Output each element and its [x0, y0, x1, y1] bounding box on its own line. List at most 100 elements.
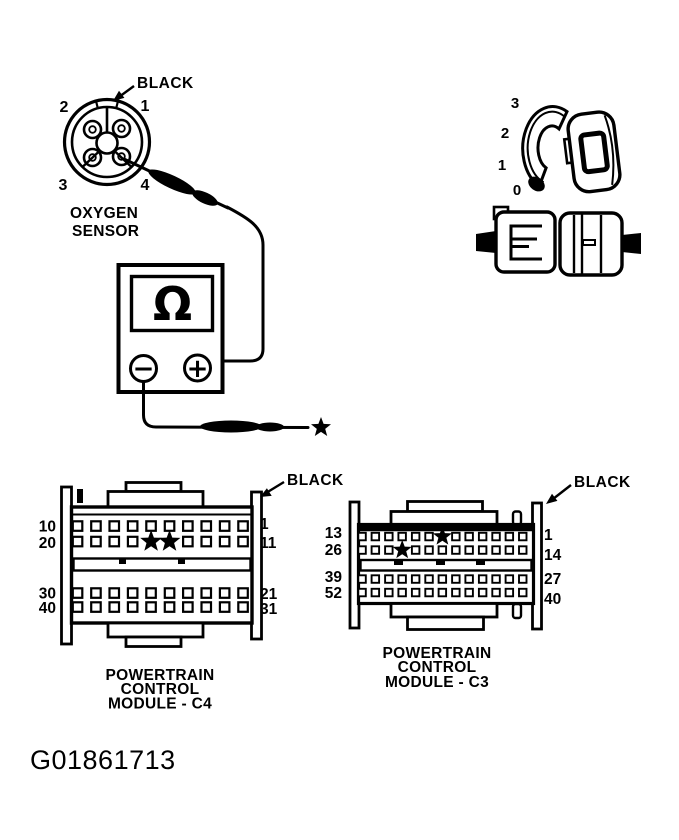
pin-cavity	[410, 587, 421, 598]
shell-rim-line	[526, 110, 566, 184]
pcm-c3-connector: 13 26 39 52 1 14 27 40 BLACK POWERTRAIN …	[325, 474, 631, 691]
c3-row-label-left: 52	[325, 585, 342, 602]
probe-grip	[192, 190, 218, 206]
pin-cavity	[518, 574, 528, 584]
pin-cavity	[357, 574, 367, 584]
pin-cavity	[477, 574, 488, 584]
pin-cavity	[126, 601, 139, 613]
bottom-tab-small	[406, 615, 485, 631]
pin-cavity	[504, 587, 515, 598]
c4-row-label-left: 40	[39, 600, 56, 617]
pin-cavity	[477, 531, 488, 542]
pin-cavity	[90, 601, 102, 613]
pin-cavity	[71, 535, 84, 548]
c3-row-label-left: 13	[325, 525, 343, 542]
shell-tip	[528, 176, 545, 192]
pin-label-4: 4	[141, 177, 150, 194]
bottom-tab-large	[389, 602, 499, 619]
figure-id: G01861713	[30, 745, 176, 775]
terminal-label: 3	[511, 95, 519, 112]
connector-shell-ring	[521, 105, 569, 189]
pin-cavity	[410, 574, 421, 584]
top-tab-large	[106, 490, 205, 509]
pin-cavity	[384, 587, 394, 598]
pin-label-1: 1	[141, 98, 150, 115]
pin-cavity	[218, 587, 231, 599]
negative-terminal-icon: −	[133, 354, 155, 384]
probe-star-marker	[311, 417, 331, 436]
pin-cavity	[384, 531, 394, 542]
c4-caption-2: CONTROL	[121, 681, 200, 698]
pin-cavity	[237, 520, 249, 532]
pin-cavity	[218, 535, 231, 548]
divider-key	[178, 558, 185, 564]
probe-grip	[148, 169, 196, 195]
pin-cavity	[464, 587, 474, 598]
pin-cavity	[384, 545, 394, 555]
center-divider	[72, 557, 252, 572]
pin-socket-1	[111, 118, 132, 139]
pin-cavity	[163, 587, 176, 599]
pin-cavity	[357, 587, 367, 598]
pin-cavity	[477, 587, 488, 598]
pin-cavity	[491, 531, 501, 542]
meter-display	[129, 274, 215, 333]
positive-test-probe	[122, 157, 265, 363]
pin-cavity	[163, 601, 176, 613]
pin-socket-2	[82, 119, 103, 140]
c4-row-label-left: 20	[39, 535, 56, 552]
pin-cavity	[182, 587, 194, 599]
pin-cavity	[71, 601, 84, 613]
pin-cavity	[464, 531, 474, 542]
arrowhead-icon	[113, 90, 125, 101]
pin-cavity	[200, 520, 213, 532]
barrel-slot	[582, 239, 596, 246]
c4-caption-1: POWERTRAIN	[106, 667, 215, 684]
pin-cavity	[182, 601, 194, 613]
positive-terminal-icon: +	[187, 354, 209, 384]
c4-row-label-left: 30	[39, 586, 56, 603]
body-edge-line	[603, 114, 615, 186]
pin-cavity	[357, 545, 367, 555]
c4-row-label-right: 11	[260, 535, 277, 552]
pin-cavity	[218, 601, 231, 613]
terminal-blades	[511, 237, 537, 248]
pin-cavity	[384, 574, 394, 584]
pin-cavity	[397, 574, 407, 584]
oxygen-sensor-caption-2: SENSOR	[72, 223, 139, 240]
arrowhead-icon	[260, 488, 272, 497]
pin-cavity	[370, 545, 381, 555]
pin-cavity	[397, 531, 407, 542]
pin-cavity	[518, 531, 528, 542]
divider-key	[119, 558, 126, 564]
pin-cavity	[200, 601, 213, 613]
pin-cavity	[126, 535, 139, 548]
c4-pin-grid	[71, 520, 249, 613]
c3-caption-1: POWERTRAIN	[383, 645, 492, 662]
pin-cavity	[90, 520, 102, 532]
positive-lead-wire	[208, 205, 265, 363]
c3-caption-3: MODULE - C3	[385, 674, 489, 691]
pin-cavity	[518, 545, 528, 555]
pin-cavity	[397, 587, 407, 598]
pin-cavity	[424, 531, 434, 542]
pin-cavity	[237, 535, 249, 548]
bottom-tab-large	[106, 621, 205, 639]
pin-cavity	[163, 520, 176, 532]
c3-pin-grid	[357, 526, 528, 598]
pin-cavity	[491, 545, 501, 555]
black-label-arrow	[552, 484, 572, 500]
oxygen-sensor-caption-1: OXYGEN	[70, 205, 138, 222]
top-tab-small	[406, 500, 484, 513]
c3-row-label-right: 40	[544, 591, 561, 608]
pin-cavity	[200, 535, 213, 548]
pin-label-2: 2	[60, 99, 69, 116]
pin-cavity	[491, 574, 501, 584]
pin-cavity	[424, 574, 434, 584]
center-divider	[359, 558, 533, 572]
pin-cavity	[108, 535, 121, 548]
star-marker	[140, 530, 162, 551]
arrowhead-icon	[546, 493, 558, 504]
wire-stub-right	[622, 233, 641, 254]
pin-cavity	[410, 531, 421, 542]
